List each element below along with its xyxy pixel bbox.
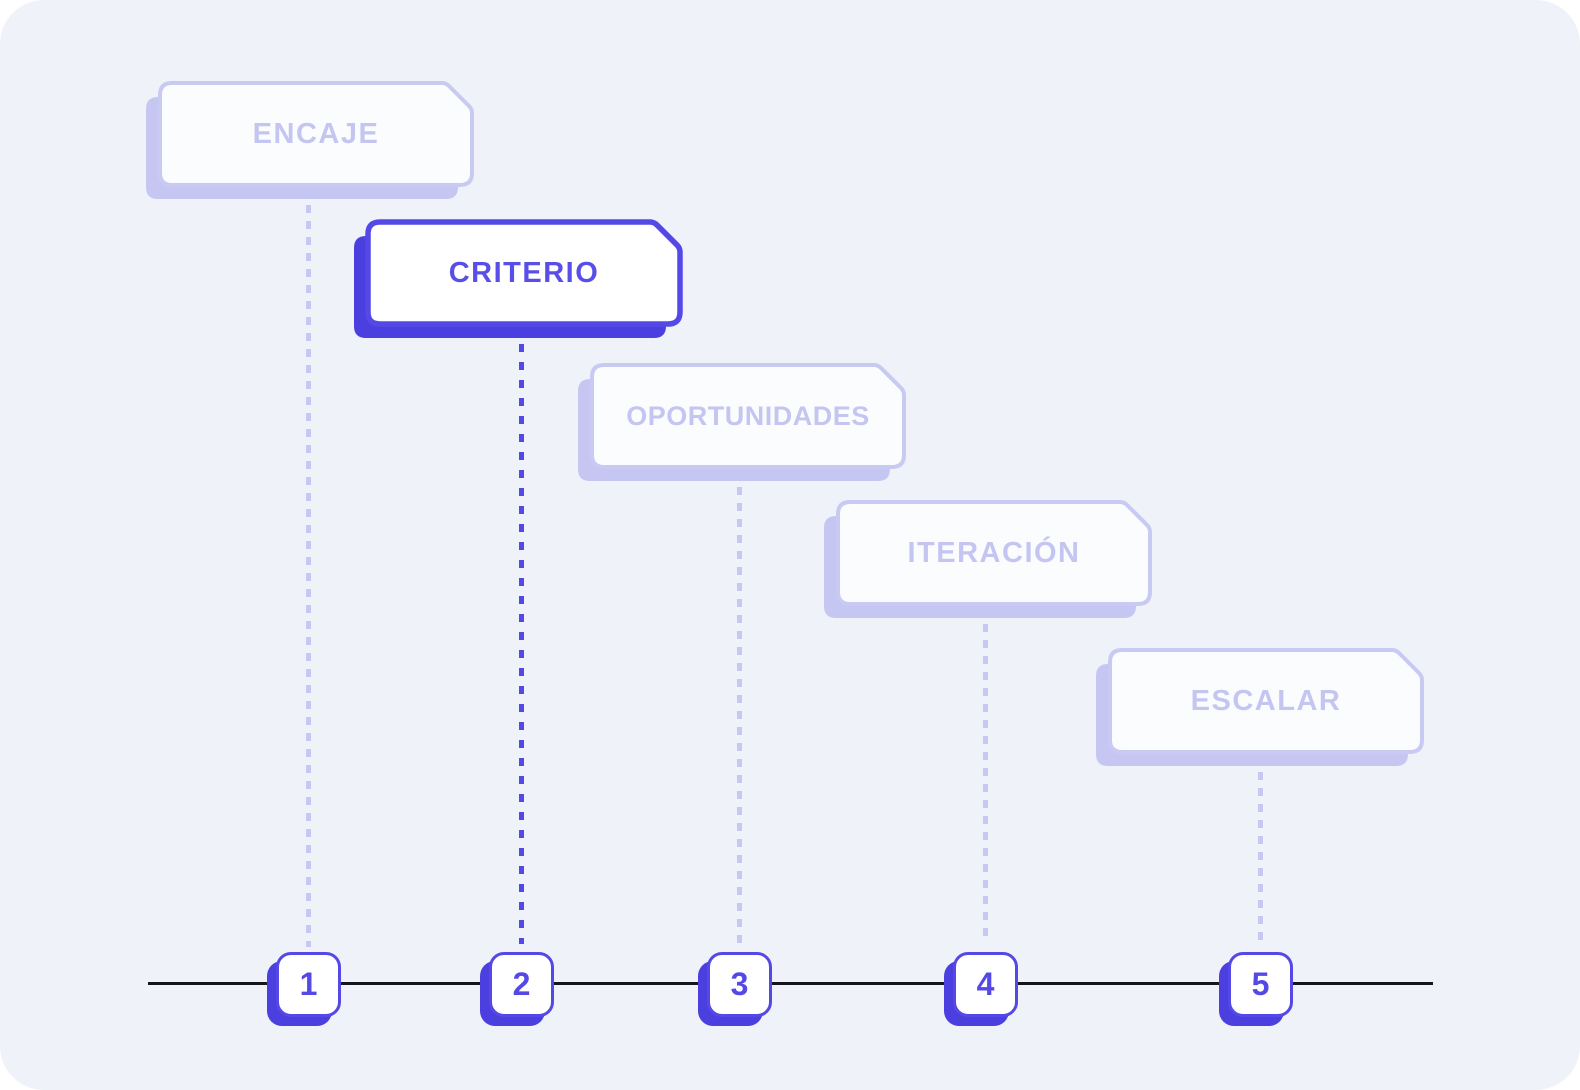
connector-line-step-4 [983, 624, 988, 944]
step-marker-1[interactable]: 1 [276, 952, 341, 1017]
step-marker-2[interactable]: 2 [489, 952, 554, 1017]
connector-line-step-2 [519, 344, 524, 944]
connector-line-step-1 [306, 205, 311, 947]
step-number: 1 [299, 966, 318, 1002]
step-label: ESCALAR [1190, 684, 1342, 717]
connector-line-step-3 [737, 487, 742, 945]
timeline-axis [148, 982, 1433, 985]
step-marker-4[interactable]: 4 [953, 952, 1018, 1017]
card-shape [354, 219, 683, 338]
step-label: ENCAJE [252, 117, 380, 150]
card-shape [824, 500, 1152, 618]
step-label: OPORTUNIDADES [626, 400, 870, 431]
step-number: 4 [976, 966, 995, 1002]
step-label: CRITERIO [448, 256, 600, 289]
card-shape [1096, 648, 1424, 766]
step-number: 5 [1251, 966, 1270, 1002]
step-card-iteracion[interactable]: ITERACIÓN [824, 500, 1152, 618]
connector-line-step-5 [1258, 772, 1263, 944]
step-marker-5[interactable]: 5 [1228, 952, 1293, 1017]
card-shape [146, 81, 474, 199]
step-card-escalar[interactable]: ESCALAR [1096, 648, 1424, 766]
step-number: 2 [512, 966, 531, 1002]
step-card-criterio[interactable]: CRITERIO [354, 219, 683, 338]
step-label: ITERACIÓN [907, 536, 1081, 569]
card-shape [578, 363, 906, 481]
step-card-oportunidades[interactable]: OPORTUNIDADES [578, 363, 906, 481]
step-number: 3 [730, 966, 749, 1002]
step-card-encaje[interactable]: ENCAJE [146, 81, 474, 199]
step-marker-3[interactable]: 3 [707, 952, 772, 1017]
